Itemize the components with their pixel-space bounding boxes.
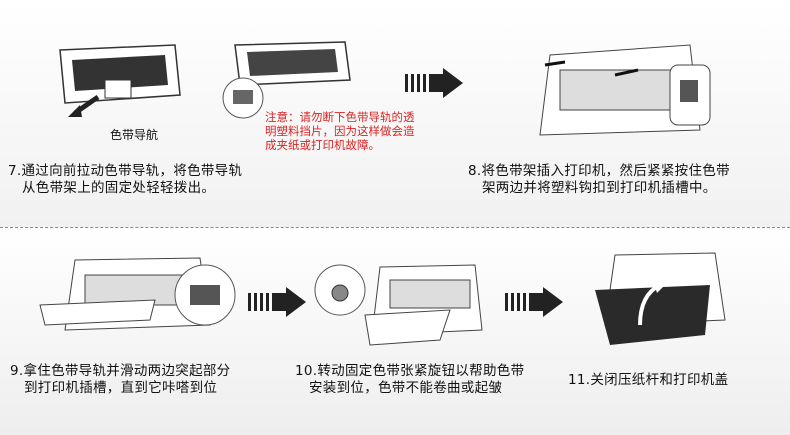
- warning-line-2: 明塑料挡片，因为这样做会造: [265, 124, 415, 138]
- ribbon-guide-caption: 色带导航: [110, 128, 159, 142]
- printer-illustration-step9: [39, 257, 236, 331]
- printer-illustration-step10: [314, 264, 483, 346]
- step-line: 到打印机插槽，直到它咔嗒到位: [24, 380, 218, 396]
- warning-line-3: 成夹纸或打印机故障。: [265, 138, 380, 152]
- step-number: 9.: [10, 363, 24, 379]
- next-arrow-icon: [248, 287, 306, 317]
- step-number: 7.: [8, 163, 22, 179]
- step-line: 通过向前拉动色带导轨，将色带导轨: [21, 163, 243, 179]
- step-11-text: 11.关闭压纸杆和打印机盖: [568, 372, 728, 389]
- step-8-text: 8.将色带架插入打印机，然后紧紧按住色带 架两边并将塑料钩扣到打印机插槽中。: [468, 163, 730, 197]
- printer-illustration-step11: [595, 252, 726, 345]
- next-arrow-icon: [405, 68, 463, 98]
- warning-line-1: 注意：请勿断下色带导轨的透: [265, 110, 415, 124]
- step-line: 从色带架上的固定处轻轻拨出。: [22, 180, 216, 196]
- dashed-divider: [0, 227, 790, 228]
- step-number: 8.: [468, 163, 482, 179]
- step-number: 11.: [568, 372, 591, 388]
- step-number: 10.: [295, 363, 318, 379]
- ribbon-cartridge-detail-illustration: [222, 41, 351, 119]
- step-7-text: 7.通过向前拉动色带导轨，将色带导轨 从色带架上的固定处轻轻拨出。: [8, 163, 242, 197]
- warning-note: 注意：请勿断下色带导轨的透 明塑料挡片，因为这样做会造 成夹纸或打印机故障。: [265, 110, 415, 152]
- step-line: 安装到位，色带不能卷曲或起皱: [309, 380, 503, 396]
- step-line: 关闭压纸杆和打印机盖: [590, 372, 729, 388]
- step-9-text: 9.拿住色带导轨并滑动两边突起部分 到打印机插槽，直到它咔嗒到位: [10, 363, 230, 397]
- ribbon-cartridge-illustration: [59, 44, 181, 117]
- next-arrow-icon: [505, 287, 563, 317]
- printer-illustration-step8: [539, 44, 711, 136]
- step-line: 转动固定色带张紧旋钮以帮助色带: [317, 363, 525, 379]
- step-10-text: 10.转动固定色带张紧旋钮以帮助色带 安装到位，色带不能卷曲或起皱: [295, 363, 524, 397]
- step-line: 拿住色带导轨并滑动两边突起部分: [23, 363, 231, 379]
- step-line: 将色带架插入打印机，然后紧紧按住色带: [481, 163, 730, 179]
- step-line: 架两边并将塑料钩扣到打印机插槽中。: [482, 180, 717, 196]
